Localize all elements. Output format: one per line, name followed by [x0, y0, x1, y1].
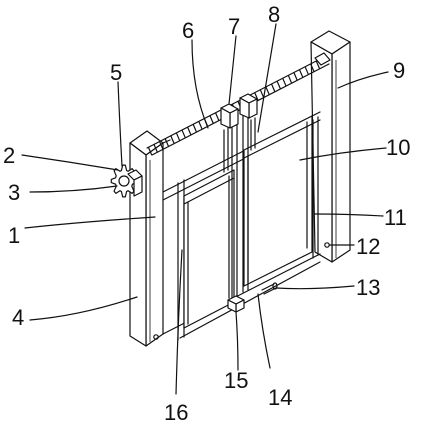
bottom-lock-block — [227, 295, 245, 313]
thread-mark — [164, 138, 169, 147]
leader-lines — [21, 23, 389, 395]
thread-mark — [276, 80, 281, 90]
label-3: 3 — [8, 180, 20, 205]
thread-mark — [153, 144, 158, 153]
label-8: 8 — [268, 2, 280, 27]
thread-mark — [287, 75, 293, 84]
thread-mark — [215, 112, 220, 121]
center-guide-rods — [231, 103, 249, 301]
thread-mark — [192, 123, 197, 133]
label-2: 2 — [3, 143, 15, 168]
nut-block-left — [220, 103, 239, 173]
label-5: 5 — [110, 60, 122, 85]
label-6: 6 — [182, 18, 194, 43]
thread-mark — [310, 63, 315, 73]
right-gate-panel — [243, 115, 313, 287]
label-13: 13 — [356, 275, 380, 300]
thread-mark — [293, 72, 298, 81]
thread-mark — [299, 69, 304, 78]
bottom-pin — [261, 282, 278, 295]
label-16: 16 — [164, 400, 188, 425]
thread-mark — [175, 132, 181, 141]
thread-mark — [259, 89, 265, 98]
nut-block-right — [239, 93, 258, 151]
label-15: 15 — [224, 368, 248, 393]
label-1: 1 — [8, 223, 20, 248]
label-4: 4 — [12, 305, 24, 330]
thread-mark — [198, 121, 203, 130]
left-gate-panel — [183, 169, 235, 329]
thread-mark — [282, 78, 287, 87]
label-9: 9 — [393, 58, 405, 83]
label-14: 14 — [268, 385, 292, 410]
handwheel-gear — [110, 164, 143, 198]
label-7: 7 — [228, 14, 240, 39]
thread-mark — [315, 60, 321, 70]
label-10: 10 — [386, 135, 410, 160]
thread-mark — [265, 86, 270, 95]
thread-mark — [147, 146, 153, 156]
thread-mark — [170, 135, 175, 144]
right-support-post — [310, 30, 351, 263]
thread-mark — [181, 129, 186, 138]
thread-mark — [187, 126, 192, 135]
thread-mark — [271, 83, 276, 93]
left-support-post — [129, 130, 164, 347]
part-labels: 1 2 3 4 5 6 7 8 9 10 11 12 13 14 15 16 — [3, 2, 410, 425]
label-11: 11 — [384, 205, 407, 230]
thread-mark — [209, 115, 214, 124]
thread-mark — [159, 141, 164, 150]
thread-mark — [304, 66, 309, 75]
label-12: 12 — [356, 234, 380, 259]
